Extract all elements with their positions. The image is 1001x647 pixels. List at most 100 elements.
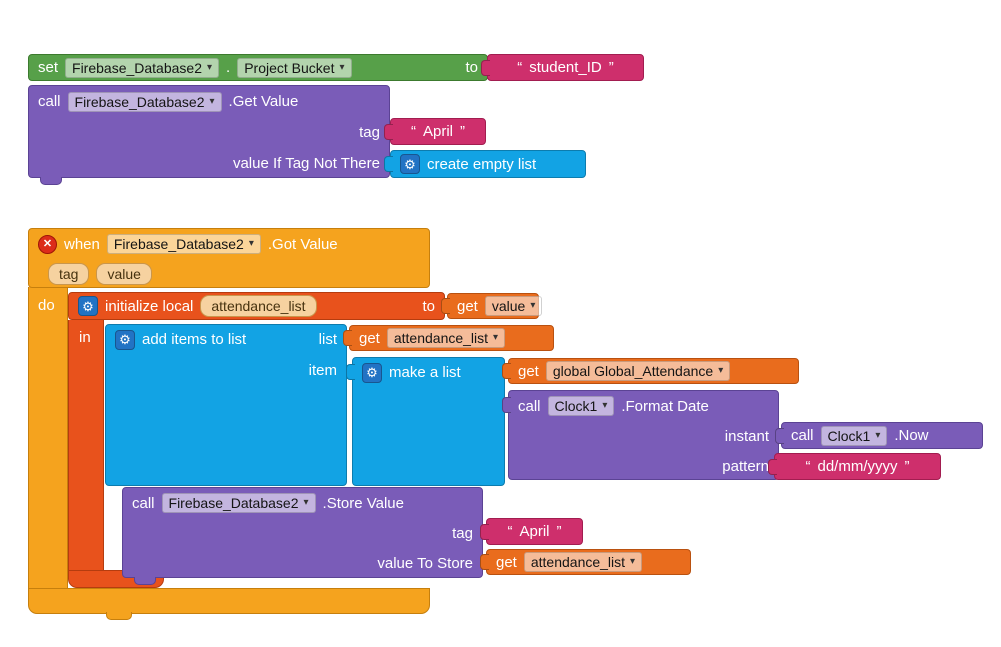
close-quote: ” — [608, 59, 614, 76]
dropdown-arrow-icon: ▾ — [209, 95, 215, 107]
call-row: call Clock1 ▾ .Format Date — [509, 391, 778, 421]
block-label: initialize local — [105, 297, 194, 315]
variable-dropdown[interactable]: global Global_Attendance ▾ — [545, 361, 731, 381]
property-dropdown[interactable]: Project Bucket ▾ — [237, 57, 352, 78]
component-dropdown[interactable]: Clock1 ▾ — [547, 396, 615, 416]
do-label: do — [38, 297, 55, 314]
block-body-filler — [106, 386, 346, 485]
block-label: add items to list — [142, 331, 247, 348]
set-keyword: set — [38, 59, 59, 76]
call-row: call Firebase_Database2 ▾ .Get Value — [29, 86, 389, 117]
bottom-connector-tab — [106, 612, 132, 620]
dropdown-arrow-icon: ▾ — [303, 497, 309, 508]
event-param-tag-chip[interactable]: tag — [48, 263, 90, 285]
string-value[interactable]: April — [519, 523, 550, 540]
local-variable-name-field[interactable]: attendance_list — [200, 295, 317, 317]
value-to-store-socket-row: value To Store — [123, 548, 482, 579]
event-param-value-chip[interactable]: value — [96, 263, 152, 285]
get-attendance-list-block-2[interactable]: get attendance_list ▾ — [486, 549, 691, 575]
component-dropdown[interactable]: Firebase_Database2 ▾ — [161, 493, 316, 513]
block-label: make a list — [389, 364, 461, 381]
mutator-gear-icon[interactable]: ⚙ — [115, 329, 135, 350]
dropdown-value: Project Bucket — [244, 59, 335, 76]
call-keyword: call — [791, 427, 814, 444]
init-local-left-spine[interactable] — [68, 320, 104, 572]
component-dropdown[interactable]: Clock1 ▾ — [820, 425, 888, 446]
get-keyword: get — [518, 362, 539, 380]
instant-socket-row: instant — [509, 421, 778, 451]
make-a-list-block[interactable]: ⚙ make a list — [352, 357, 505, 486]
call-store-value-block[interactable]: call Firebase_Database2 ▾ .Store Value t… — [122, 487, 483, 578]
when-block-left-spine[interactable] — [28, 287, 68, 590]
open-quote: “ — [805, 458, 811, 475]
string-value[interactable]: April — [422, 123, 453, 140]
set-project-bucket-block[interactable]: set Firebase_Database2 ▾ . Project Bucke… — [28, 54, 488, 81]
string-block-april[interactable]: “ April ” — [390, 118, 486, 145]
mutator-gear-icon[interactable]: ⚙ — [362, 362, 382, 383]
call-now-block[interactable]: call Clock1 ▾ .Now — [781, 422, 983, 449]
add-items-header-row: ⚙ add items to list list — [106, 325, 346, 354]
call-get-value-block[interactable]: call Firebase_Database2 ▾ .Get Value tag… — [28, 85, 390, 178]
dropdown-value: Clock1 — [827, 427, 871, 444]
open-quote: “ — [507, 523, 513, 540]
tag-param-label: tag — [359, 124, 380, 141]
get-keyword: get — [359, 329, 380, 347]
string-value[interactable]: dd/mm/yyyy — [817, 458, 898, 475]
item-socket-label: item — [308, 361, 337, 379]
dropdown-arrow-icon: ▾ — [248, 238, 254, 249]
add-items-to-list-block[interactable]: ⚙ add items to list list item — [105, 324, 347, 486]
dropdown-value: value — [491, 298, 526, 314]
dropdown-arrow-icon: ▾ — [875, 429, 881, 441]
component-dropdown[interactable]: Firebase_Database2 ▾ — [106, 234, 261, 254]
dropdown-arrow-icon: ▾ — [602, 400, 608, 411]
dropdown-value: Firebase_Database2 — [74, 93, 205, 110]
mutator-gear-icon[interactable]: ⚙ — [78, 296, 98, 316]
get-keyword: get — [496, 553, 517, 571]
bottom-connector-tab — [134, 577, 156, 585]
method-name: .Now — [894, 427, 929, 444]
event-header-row: ✕ when Firebase_Database2 ▾ .Got Value — [29, 229, 429, 259]
variable-dropdown[interactable]: attendance_list ▾ — [523, 552, 643, 572]
value-to-store-label: value To Store — [377, 555, 473, 572]
variable-dropdown[interactable]: attendance_list ▾ — [386, 328, 506, 348]
create-empty-list-block[interactable]: ⚙ create empty list — [390, 150, 586, 178]
error-icon[interactable]: ✕ — [38, 234, 57, 254]
value-if-tag-not-there-label: value If Tag Not There — [232, 155, 380, 172]
mutator-gear-icon[interactable]: ⚙ — [400, 154, 420, 174]
string-value[interactable]: student_ID — [529, 59, 602, 76]
string-block-pattern[interactable]: “ dd/mm/yyyy ” — [774, 453, 941, 480]
when-got-value-block[interactable]: ✕ when Firebase_Database2 ▾ .Got Value t… — [28, 228, 430, 288]
call-format-date-block[interactable]: call Clock1 ▾ .Format Date instant patte… — [508, 390, 779, 480]
open-quote: “ — [517, 59, 523, 76]
list-socket-label: list — [318, 331, 337, 348]
tag-socket-label: tag — [452, 524, 473, 542]
dropdown-value: Firebase_Database2 — [72, 59, 202, 76]
tag-socket-row: tag — [123, 518, 482, 548]
get-global-attendance-block[interactable]: get global Global_Attendance ▾ — [508, 358, 799, 384]
dot-separator: . — [226, 59, 231, 76]
close-quote: ” — [556, 523, 562, 540]
when-keyword: when — [64, 235, 100, 253]
component-dropdown[interactable]: Firebase_Database2 ▾ — [65, 57, 220, 78]
string-block-april-store[interactable]: “ April ” — [486, 518, 583, 545]
in-label: in — [79, 329, 91, 346]
dropdown-arrow-icon: ▾ — [718, 365, 724, 376]
string-block-student-id[interactable]: “ student_ID ” — [487, 54, 644, 81]
call-row: call Firebase_Database2 ▾ .Store Value — [123, 488, 482, 518]
block-body-filler — [353, 387, 504, 485]
dropdown-arrow-icon: ▾ — [207, 61, 213, 73]
block-label: create empty list — [427, 155, 537, 173]
dropdown-arrow-icon: ▾ — [339, 61, 345, 73]
dropdown-value: global Global_Attendance — [552, 363, 714, 379]
get-attendance-list-block-1[interactable]: get attendance_list ▾ — [349, 325, 554, 351]
variable-dropdown[interactable]: value ▾ — [484, 296, 543, 316]
when-block-bottom-bar[interactable] — [28, 588, 430, 614]
get-value-variable-block[interactable]: get value ▾ — [447, 293, 543, 319]
method-name: .Format Date — [621, 397, 709, 415]
call-keyword: call — [132, 494, 155, 512]
make-a-list-header-row: ⚙ make a list — [353, 358, 504, 387]
method-name: .Get Value — [228, 93, 299, 110]
component-dropdown[interactable]: Firebase_Database2 ▾ — [67, 91, 222, 112]
initialize-local-block[interactable]: ⚙ initialize local attendance_list to — [68, 292, 445, 320]
